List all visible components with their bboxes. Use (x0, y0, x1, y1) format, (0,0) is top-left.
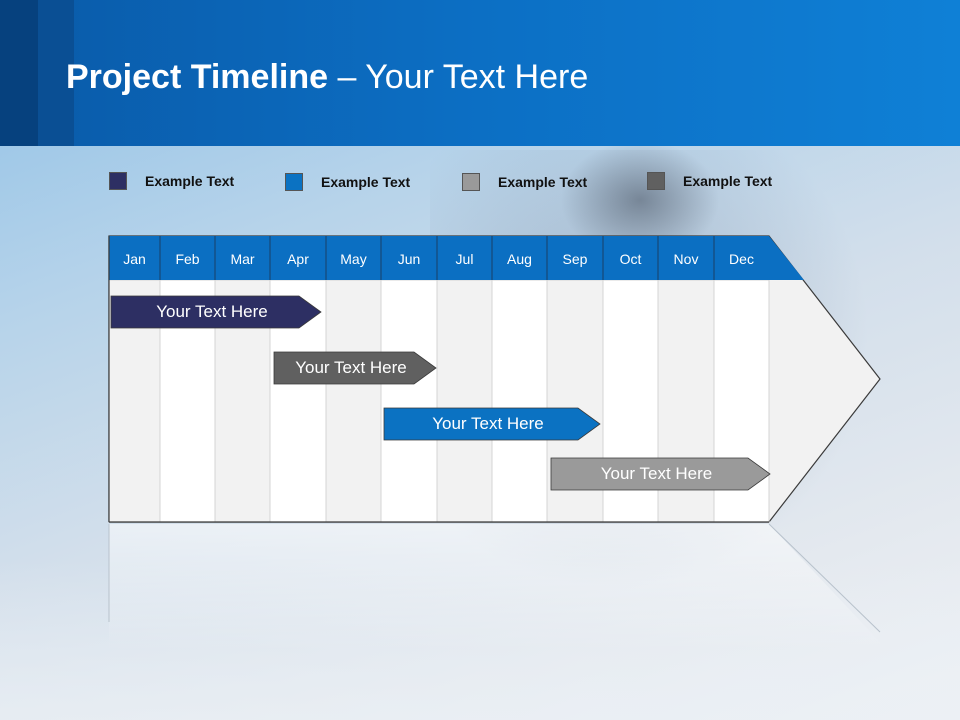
page-title: Project Timeline – Your Text Here (66, 58, 588, 97)
month-label-sep: Sep (562, 251, 588, 267)
legend-item: Example Text (285, 171, 410, 193)
task-label: Your Text Here (295, 358, 407, 377)
month-label-nov: Nov (673, 251, 699, 267)
month-column (491, 279, 548, 523)
month-label-feb: Feb (175, 251, 200, 267)
month-label-jun: Jun (397, 251, 421, 267)
month-label-may: May (340, 251, 367, 267)
month-label-mar: Mar (230, 251, 255, 267)
legend-label: Example Text (683, 173, 773, 189)
legend-item: Example Text (647, 170, 772, 192)
legend-item: Example Text (109, 170, 234, 192)
month-label-jul: Jul (455, 251, 474, 267)
task-arrow (550, 457, 771, 491)
title-bold: Project Timeline (66, 58, 329, 96)
legend-item: Example Text (462, 171, 587, 193)
title-rest: – Your Text Here (328, 58, 589, 96)
legend-swatch (462, 173, 480, 191)
month-header-tip (769, 236, 804, 280)
legend-swatch (109, 172, 127, 190)
month-column (436, 279, 493, 523)
month-label-apr: Apr (287, 251, 309, 267)
task-arrow (383, 407, 601, 441)
month-column (380, 279, 438, 523)
task-label: Your Text Here (156, 302, 268, 321)
legend-label: Example Text (321, 174, 411, 190)
month-header-band (109, 236, 769, 280)
legend-swatch (647, 172, 665, 190)
month-label-aug: Aug (507, 251, 532, 267)
legend-swatch (285, 173, 303, 191)
legend-label: Example Text (145, 173, 235, 189)
header-accent-band (0, 0, 38, 146)
month-label-oct: Oct (619, 251, 642, 267)
task-label: Your Text Here (600, 464, 713, 483)
month-column (325, 279, 382, 523)
task-arrow (110, 295, 322, 329)
task-label: Your Text Here (432, 414, 544, 433)
chart-reflection (109, 524, 880, 652)
month-label-jan: Jan (123, 251, 146, 267)
task-arrow (273, 351, 437, 385)
month-label-dec: Dec (729, 251, 754, 267)
header-accent-band (38, 0, 74, 146)
legend-label: Example Text (498, 174, 588, 190)
header-banner (0, 0, 960, 146)
chart-reflection-edge (768, 523, 881, 633)
